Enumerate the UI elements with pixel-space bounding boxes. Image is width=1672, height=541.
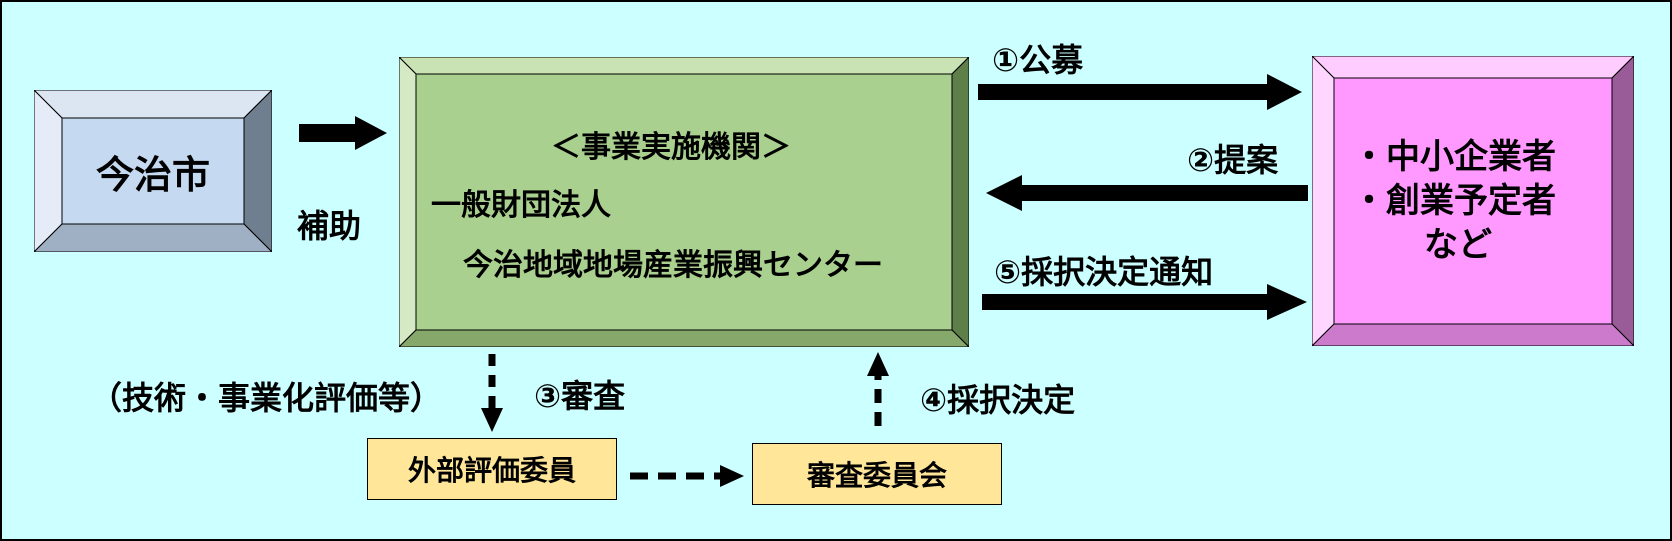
step4-arrow-head [867,352,889,376]
organization-bevel-frame [399,57,969,347]
organization-type: 一般財団法人 [431,188,611,223]
applicants-box: ・中小企業者 ・創業予定者 など [1312,56,1634,346]
step1-label: ①公募 [992,41,1084,79]
subsidy-arrow [299,116,387,150]
step5-arrow [982,284,1307,320]
step5-label: ⑤採択決定通知 [994,253,1214,291]
city-box: 今治市 [34,90,272,252]
evaluation-note: （技術・事業化評価等） [90,379,443,417]
organization-name: 今治地域地場産業振興センター [463,248,883,283]
applicants-startup: ・創業予定者 [1352,181,1556,221]
organization-box: ＜事業実施機関＞ 一般財団法人 今治地域地場産業振興センター [399,57,969,347]
applicants-bevel-frame [1312,56,1634,346]
step4-label: ④採択決定 [920,381,1076,419]
external-evaluators-label: 外部評価委員 [407,454,576,487]
subsidy-label: 補助 [297,207,362,245]
external-evaluators-box: 外部評価委員 [367,438,617,500]
review-committee-box: 審査委員会 [752,443,1002,505]
organization-header: ＜事業実施機関＞ [551,130,791,165]
applicants-etc: など [1424,225,1492,265]
step3-arrow-head [481,408,503,432]
step2-label: ②提案 [1187,141,1279,179]
evaluators-to-committee-head [720,465,744,487]
step3-label: ③審査 [534,377,626,415]
applicants-sme: ・中小企業者 [1352,137,1556,177]
city-label: 今治市 [95,152,210,197]
review-committee-label: 審査委員会 [806,459,947,492]
city-bevel-frame [34,90,272,252]
step1-arrow [978,74,1302,110]
step2-arrow [986,175,1308,211]
